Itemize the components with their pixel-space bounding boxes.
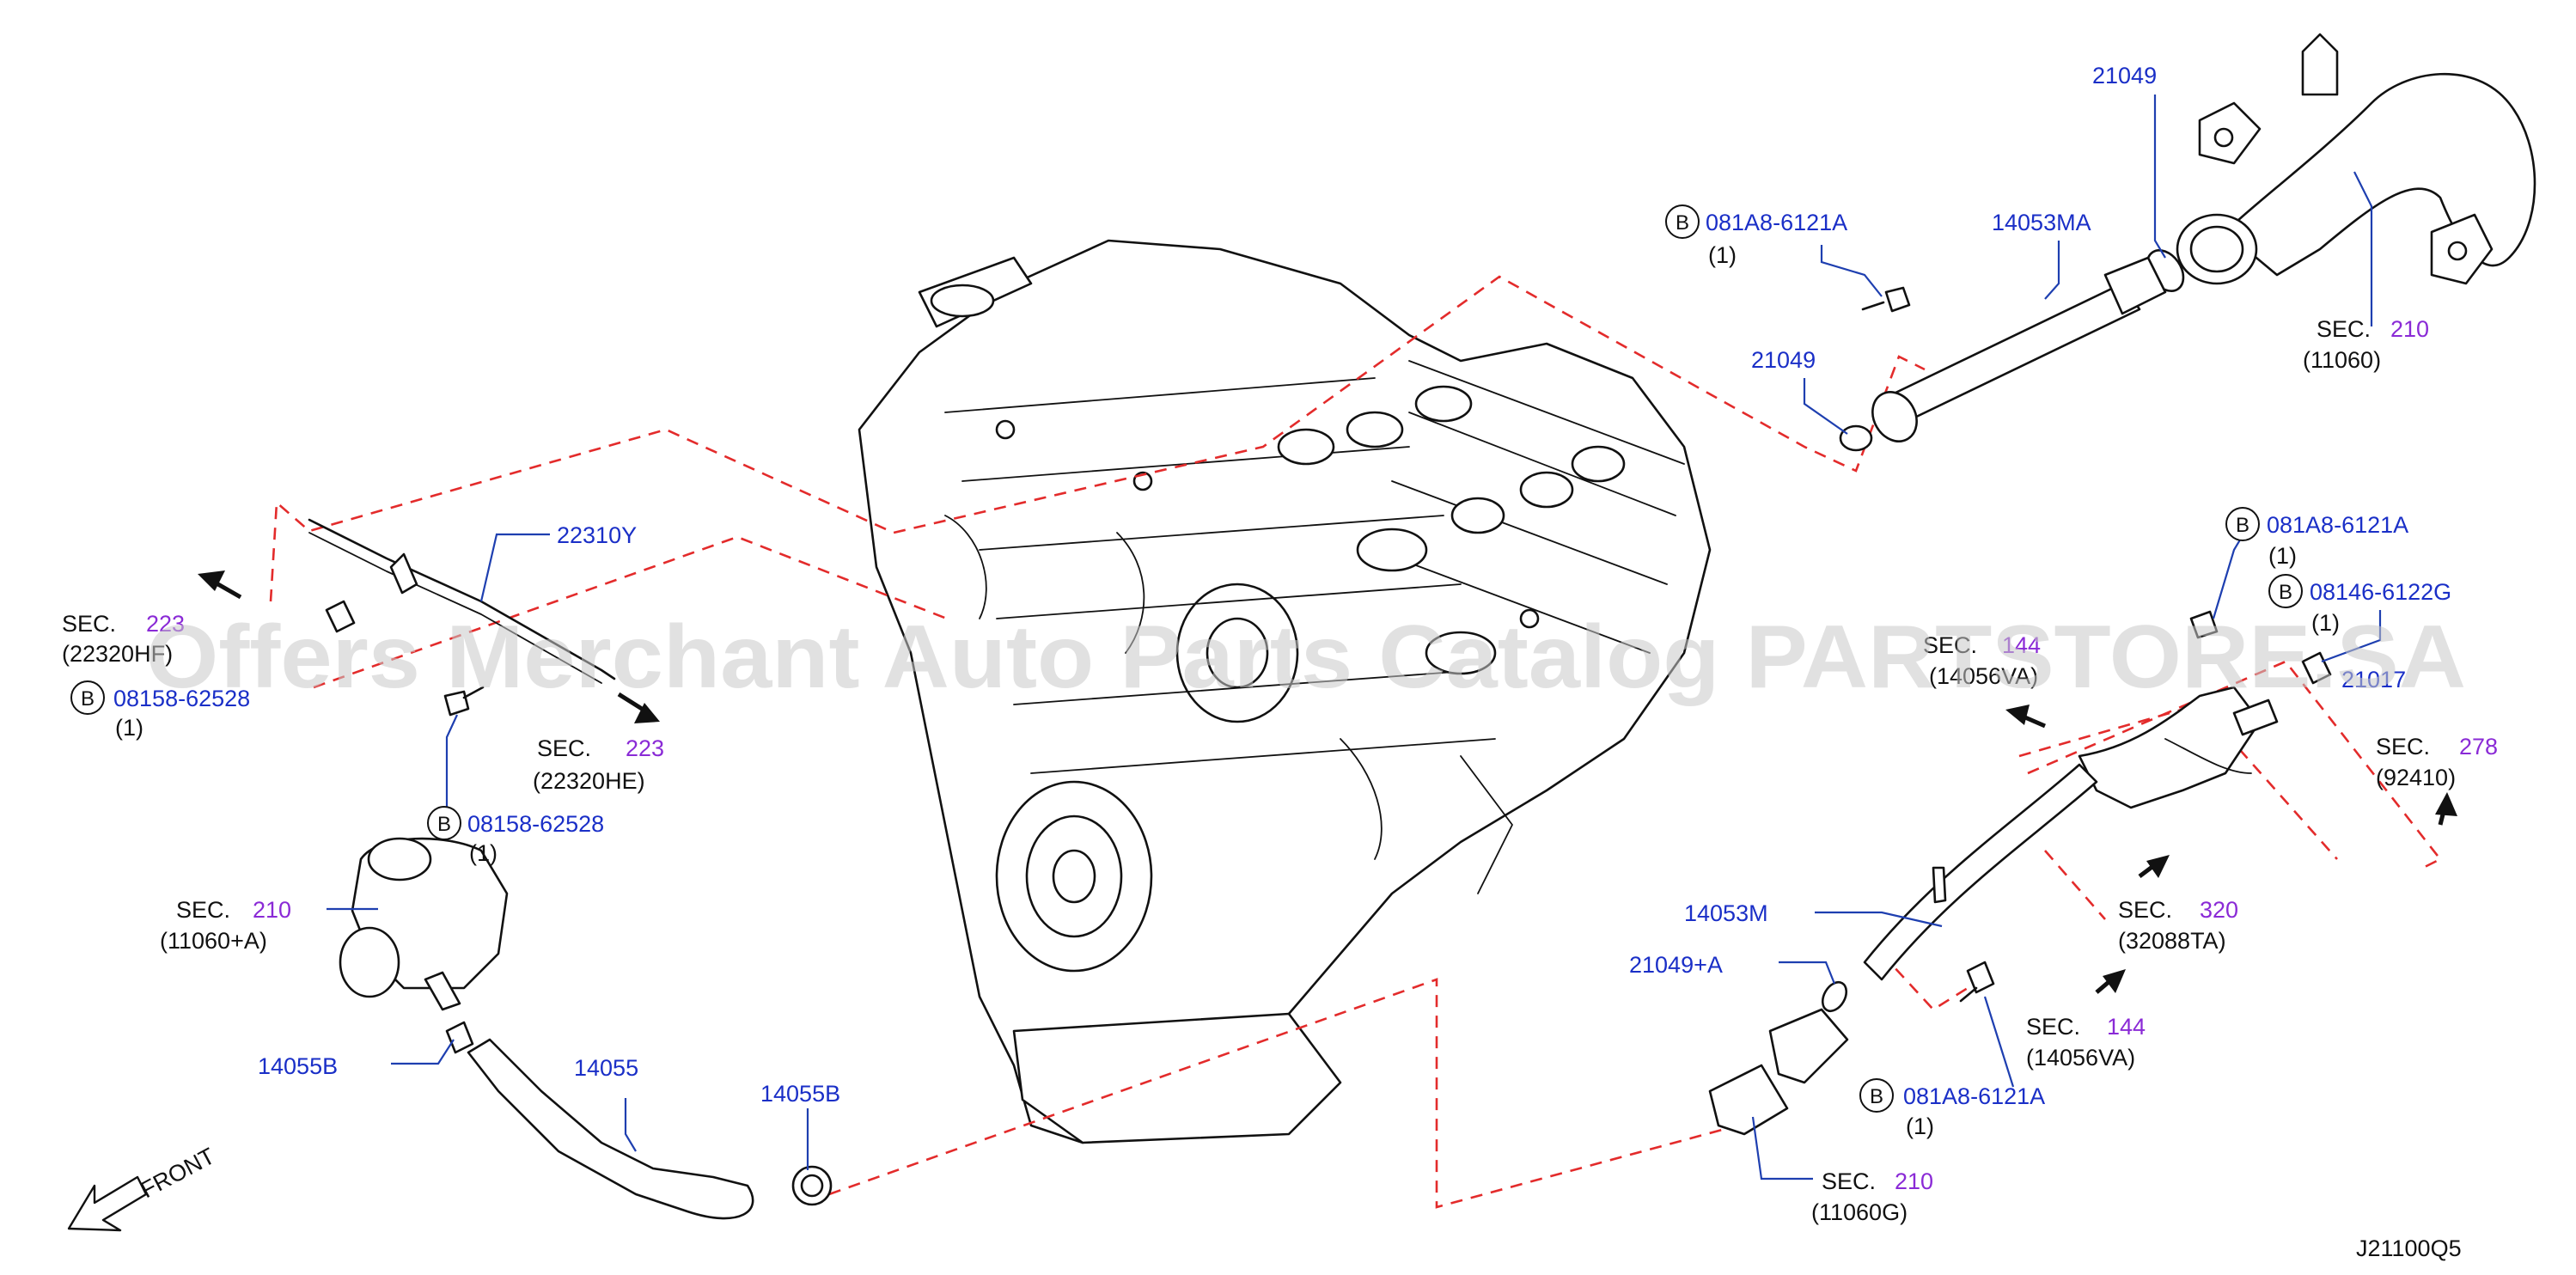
- label-14055B-left: 14055B: [258, 1053, 338, 1079]
- label-21049-mid: 21049: [1751, 347, 1816, 373]
- oring-21049-mid: [1839, 424, 1873, 452]
- label-21049A: 21049+A: [1629, 952, 1723, 978]
- bolt-081A8-r2: [1959, 961, 1995, 1003]
- label-14055B-right: 14055B: [760, 1081, 840, 1107]
- bolt-marker-letters: B B B B B B: [81, 211, 2292, 1108]
- svg-text:B: B: [1676, 211, 1689, 235]
- svg-text:SEC.: SEC.: [2026, 1014, 2080, 1040]
- svg-text:(14056VA): (14056VA): [2026, 1045, 2135, 1071]
- svg-text:SEC.: SEC.: [2376, 734, 2430, 760]
- label-14055: 14055: [574, 1055, 638, 1081]
- thermostat-housing-left: [339, 837, 509, 1011]
- svg-text:B: B: [1870, 1085, 1883, 1108]
- water-hose-14055: [467, 1038, 754, 1220]
- label-081A8-r1: 081A8-6121A: [2267, 512, 2408, 538]
- svg-text:B: B: [2236, 514, 2249, 537]
- connector-pipe-lower: [1708, 1008, 1849, 1136]
- svg-text:(92410): (92410): [2376, 765, 2456, 790]
- water-outlet-pipe-assembly: [2176, 33, 2536, 285]
- svg-text:(14056VA): (14056VA): [1929, 663, 2038, 689]
- svg-text:B: B: [437, 813, 451, 836]
- svg-text:(11060+A): (11060+A): [160, 928, 267, 954]
- bolt-081A8-r1: [2189, 610, 2219, 639]
- svg-text:144: 144: [2002, 632, 2041, 658]
- label-22310Y: 22310Y: [557, 522, 637, 548]
- svg-text:SEC.: SEC.: [62, 611, 116, 637]
- bolt-marker-icons: [70, 204, 2303, 1113]
- svg-text:SEC.: SEC.: [537, 735, 591, 761]
- bolt-08158-left: [325, 600, 356, 633]
- label-08146: 08146-6122G: [2310, 579, 2451, 605]
- svg-text:278: 278: [2459, 734, 2498, 760]
- label-081A8-r2: 081A8-6121A: [1903, 1083, 2045, 1109]
- svg-text:(22320HE): (22320HE): [533, 768, 645, 794]
- oring-21049A: [1821, 980, 1848, 1013]
- svg-text:(1): (1): [469, 840, 497, 866]
- label-14053M: 14053M: [1684, 900, 1768, 926]
- svg-text:SEC.: SEC.: [1822, 1168, 1876, 1194]
- svg-text:210: 210: [2390, 316, 2429, 342]
- svg-text:210: 210: [253, 897, 291, 923]
- label-21017: 21017: [2341, 667, 2406, 692]
- label-08158-mid: 08158-62528: [467, 811, 604, 837]
- bolt-081A8-top: [1861, 286, 1911, 313]
- svg-text:223: 223: [626, 735, 664, 761]
- watermark: Offers Merchant Auto Parts Catalog PARTS…: [146, 607, 2466, 707]
- svg-text:SEC.: SEC.: [2118, 897, 2172, 923]
- front-arrow-icon: [67, 1175, 148, 1232]
- hose-clamp-14055B-left: [445, 1021, 474, 1054]
- svg-text:144: 144: [2107, 1014, 2146, 1040]
- svg-text:SEC.: SEC.: [176, 897, 230, 923]
- svg-text:SEC.: SEC.: [1923, 632, 1977, 658]
- svg-text:210: 210: [1895, 1168, 1933, 1194]
- svg-text:320: 320: [2200, 897, 2238, 923]
- svg-text:(1): (1): [115, 715, 143, 741]
- label-21049-top: 21049: [2092, 63, 2157, 88]
- svg-text:(22320HF): (22320HF): [62, 641, 173, 667]
- front-label: FRONT: [137, 1143, 219, 1203]
- svg-text:B: B: [81, 687, 95, 711]
- svg-text:(32088TA): (32088TA): [2118, 928, 2226, 954]
- callout-labels: 21049 14053MA 081A8-6121A (1) 21049 SEC.…: [62, 63, 2498, 1225]
- label-08158-left: 08158-62528: [113, 686, 250, 711]
- water-pipe-14053MA: [1871, 256, 2167, 442]
- svg-text:(1): (1): [1906, 1113, 1934, 1139]
- svg-text:SEC.: SEC.: [2317, 316, 2371, 342]
- bypass-hose-assembly: [2078, 686, 2262, 809]
- bracket-21017: [2232, 699, 2279, 736]
- svg-text:(1): (1): [1708, 242, 1737, 268]
- water-pipe-14053M: [1863, 763, 2098, 981]
- leader-lines: [327, 95, 2382, 1180]
- svg-text:(1): (1): [2311, 610, 2340, 636]
- label-081A8-top: 081A8-6121A: [1706, 210, 1847, 235]
- engine-illustration: [858, 239, 1712, 1144]
- svg-text:(11060): (11060): [2303, 347, 2381, 373]
- svg-text:(11060G): (11060G): [1811, 1199, 1908, 1225]
- svg-text:B: B: [2279, 581, 2292, 604]
- svg-text:223: 223: [146, 611, 185, 637]
- hose-clamp-14055B-right: [791, 1165, 833, 1206]
- diagram-id: J21100Q5: [2356, 1235, 2462, 1261]
- direction-arrows: [198, 570, 2457, 994]
- bolt-08158-mid: [443, 686, 485, 717]
- svg-text:(1): (1): [2268, 543, 2297, 569]
- label-14053MA: 14053MA: [1992, 210, 2091, 235]
